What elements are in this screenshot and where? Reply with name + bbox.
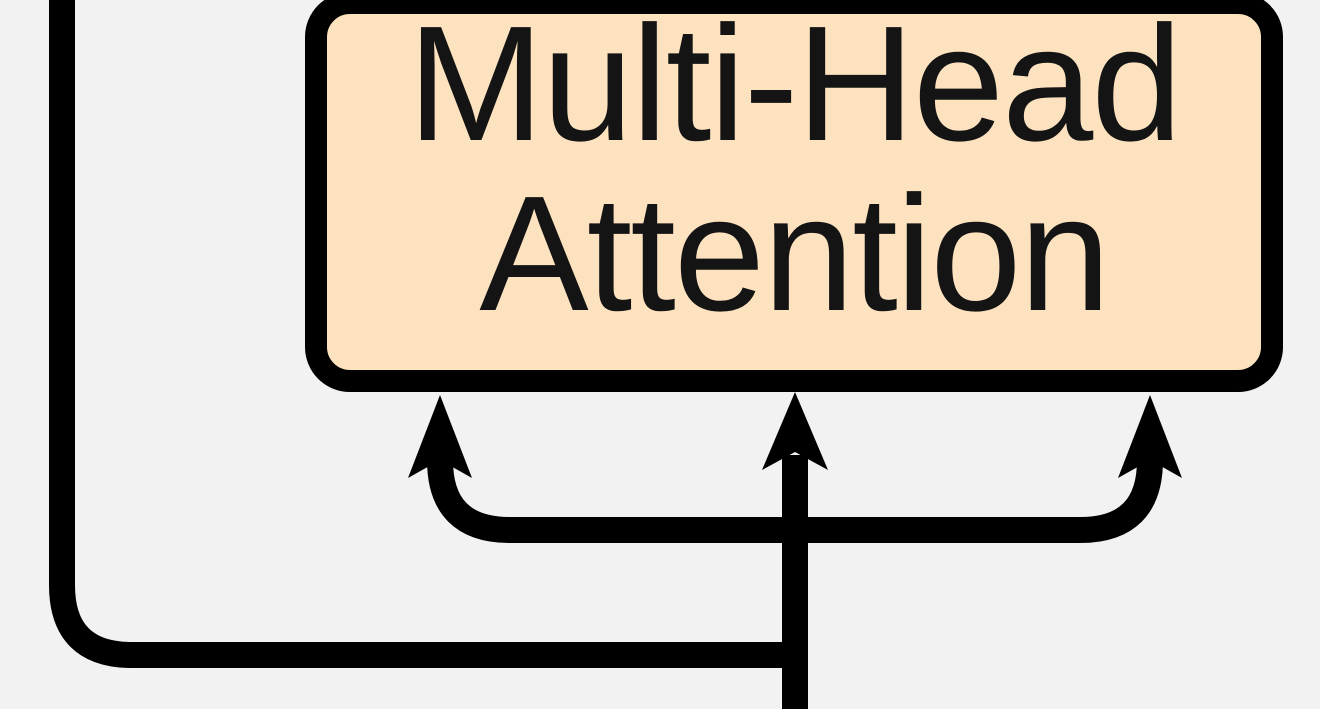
branch-line-left: [427, 459, 795, 543]
arrowhead-left: [408, 395, 472, 478]
arrowhead-center: [762, 392, 828, 470]
block-label-line2: Attention: [479, 162, 1108, 345]
branch-line-right: [795, 459, 1163, 543]
residual-connection-line: [49, 0, 808, 668]
arrowhead-right: [1118, 395, 1182, 478]
block-label-line1: Multi-Head: [408, 0, 1181, 175]
multi-head-attention-block[interactable]: [305, 0, 1283, 392]
